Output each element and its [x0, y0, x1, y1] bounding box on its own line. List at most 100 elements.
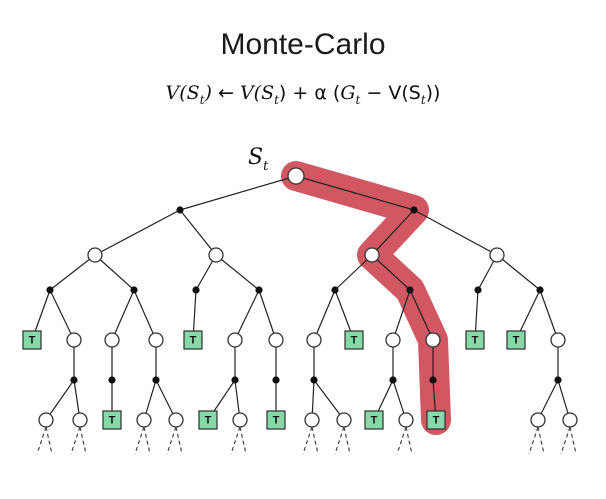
- terminal-node: T: [465, 330, 485, 350]
- state-node: [268, 332, 284, 348]
- continuation-edge: [569, 426, 577, 455]
- svg-text:T: T: [190, 335, 197, 347]
- formula-arrow: ←: [211, 82, 240, 104]
- tree-edge: [45, 379, 75, 421]
- svg-text:T: T: [513, 335, 520, 347]
- tree-edge: [215, 254, 260, 291]
- continuation-edge: [396, 426, 407, 455]
- state-node: [72, 412, 88, 428]
- tree-edge: [179, 175, 297, 211]
- state-node: [550, 332, 566, 348]
- state-node: [66, 332, 82, 348]
- state-node: [398, 412, 414, 428]
- action-node: [331, 286, 339, 294]
- action-node: [130, 286, 138, 294]
- formula-sub-2: t: [274, 92, 279, 107]
- tree-edge: [234, 289, 260, 341]
- continuation-edge: [528, 426, 539, 455]
- tree-edge: [496, 254, 541, 291]
- action-node: [310, 376, 318, 384]
- state-node: [385, 332, 401, 348]
- state-node: [227, 332, 243, 348]
- svg-text:T: T: [205, 415, 212, 427]
- terminal-node: T: [266, 410, 286, 430]
- formula-plus-alpha: ) + α (: [278, 82, 341, 104]
- svg-text:T: T: [351, 335, 358, 347]
- action-node: [192, 286, 200, 294]
- formula-end: )): [425, 82, 441, 104]
- continuation-edge: [311, 426, 319, 455]
- tree-edge: [392, 289, 411, 341]
- tree-edge: [94, 254, 135, 291]
- svg-text:T: T: [109, 415, 116, 427]
- continuation-edge: [334, 426, 345, 455]
- state-node: [38, 412, 54, 428]
- terminal-node: T: [506, 330, 526, 350]
- continuation-edge: [230, 426, 241, 455]
- root-state-label: St: [248, 145, 269, 174]
- formula-sub-1: t: [199, 92, 205, 107]
- state-node: [489, 247, 505, 263]
- formula-sub-3: t: [355, 92, 361, 107]
- action-node: [255, 286, 263, 294]
- tree-edge: [295, 175, 415, 211]
- continuation-edge: [45, 426, 53, 455]
- terminal-node: T: [102, 410, 122, 430]
- tree-edge: [94, 209, 181, 256]
- tree-edge: [49, 254, 96, 291]
- action-node: [152, 376, 160, 384]
- continuation-edge: [79, 426, 87, 455]
- svg-text:T: T: [29, 335, 36, 347]
- svg-text:T: T: [433, 415, 440, 427]
- formula-lhs: V(S: [165, 82, 200, 104]
- action-node: [231, 376, 239, 384]
- state-node: [87, 247, 103, 263]
- svg-text:T: T: [472, 335, 479, 347]
- action-node: [272, 376, 280, 384]
- continuation-edge: [239, 426, 247, 455]
- action-node: [70, 376, 78, 384]
- action-node: [46, 286, 54, 294]
- state-node: [425, 332, 441, 348]
- state-node: [287, 167, 305, 185]
- tree-edge: [258, 289, 277, 341]
- terminal-node: T: [183, 330, 203, 350]
- continuation-edge: [70, 426, 81, 455]
- svg-text:T: T: [371, 415, 378, 427]
- tree-edge: [334, 254, 373, 291]
- tree-edge: [133, 289, 157, 341]
- continuation-edge: [166, 426, 177, 455]
- continuation-edge: [134, 426, 145, 455]
- tree-edge: [371, 209, 415, 256]
- state-node: [136, 412, 152, 428]
- tree-edge: [313, 289, 336, 341]
- state-node: [336, 412, 352, 428]
- tree-edge: [179, 209, 217, 256]
- update-formula: V(St) ← V(St) + α (Gt − V(St)): [0, 82, 606, 107]
- continuation-edge: [405, 426, 413, 455]
- action-node: [536, 286, 544, 294]
- tree-edge: [371, 254, 411, 291]
- continuation-edge: [560, 426, 571, 455]
- state-node: [306, 332, 322, 348]
- state-node: [530, 412, 546, 428]
- formula-g: G: [340, 82, 356, 104]
- action-node: [554, 376, 562, 384]
- formula-rhs-v: V(S: [239, 82, 275, 104]
- action-node: [410, 206, 418, 214]
- state-node: [208, 247, 224, 263]
- terminal-node: T: [22, 330, 42, 350]
- tree-edge: [413, 209, 498, 256]
- tree-edge: [49, 289, 75, 341]
- continuation-edge: [175, 426, 183, 455]
- formula-minus-v: − V(S: [360, 82, 421, 104]
- svg-text:T: T: [273, 415, 280, 427]
- continuation-edge: [36, 426, 47, 455]
- state-node: [232, 412, 248, 428]
- state-node: [148, 332, 164, 348]
- state-node: [104, 332, 120, 348]
- terminal-node: T: [364, 410, 384, 430]
- formula-close-1: ): [204, 82, 212, 104]
- continuation-edge: [343, 426, 351, 455]
